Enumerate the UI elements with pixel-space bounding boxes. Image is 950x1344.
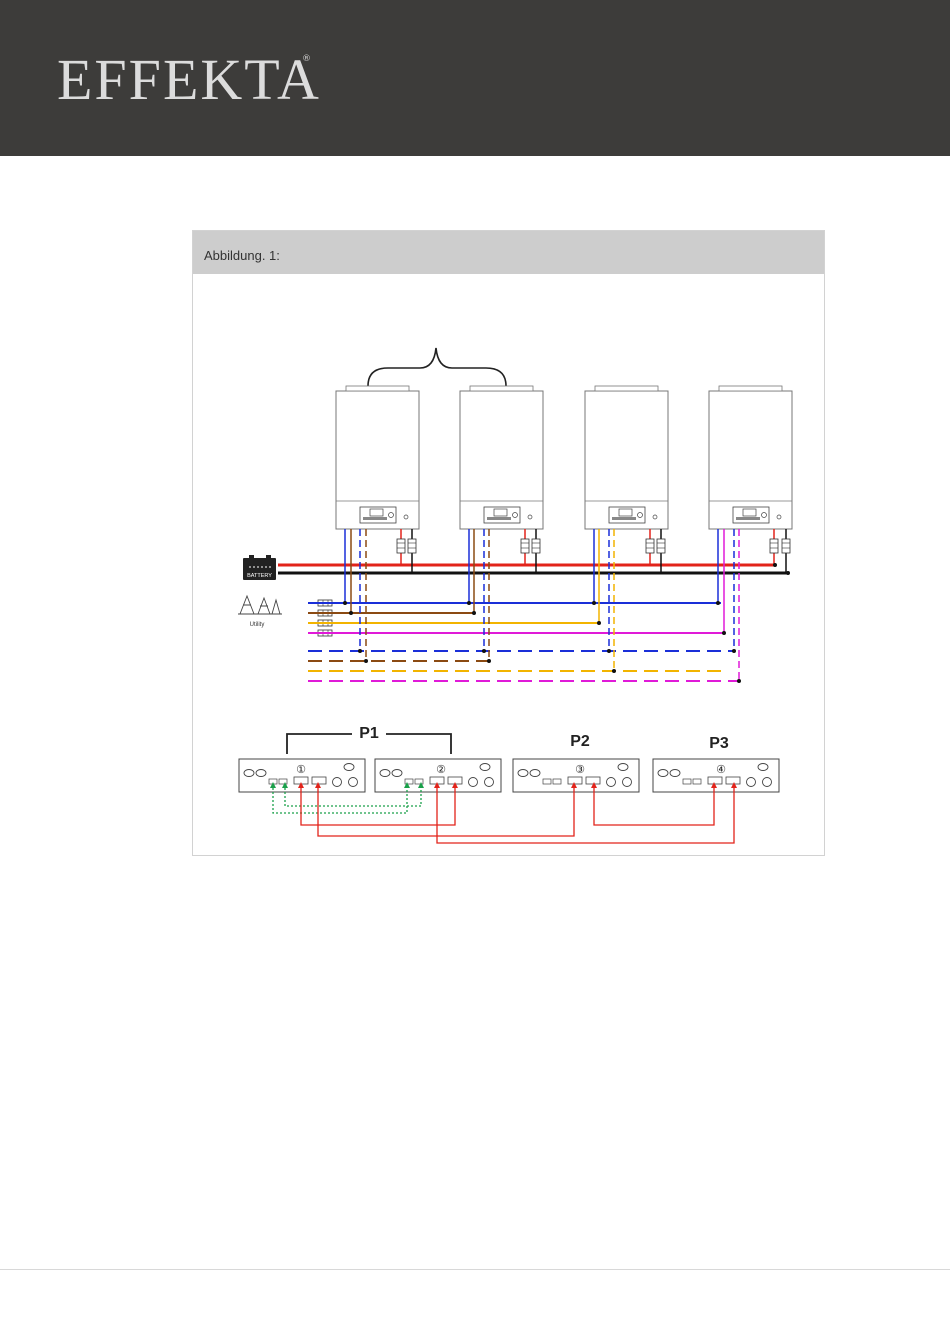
inverter-2 — [460, 386, 543, 529]
unit-number-2: ② — [436, 764, 446, 776]
footer-divider — [0, 1269, 950, 1270]
utility-label: Utility — [250, 622, 265, 628]
group-label-p2: P2 — [570, 733, 590, 750]
unit-number-1: ① — [296, 764, 306, 776]
parallel-brace — [368, 348, 506, 386]
inverter-1 — [336, 386, 419, 529]
utility-icon: Utility — [238, 596, 282, 628]
battery-label: BATTERY — [247, 573, 272, 579]
group-label-p1: P1 — [359, 725, 379, 742]
unit-number-3: ③ — [575, 764, 585, 776]
battery-icon: BATTERY — [243, 555, 276, 580]
inverter-4 — [709, 386, 792, 529]
unit-number-4: ④ — [716, 764, 726, 776]
group-label-p3: P3 — [709, 735, 729, 752]
inverter-3 — [585, 386, 668, 529]
